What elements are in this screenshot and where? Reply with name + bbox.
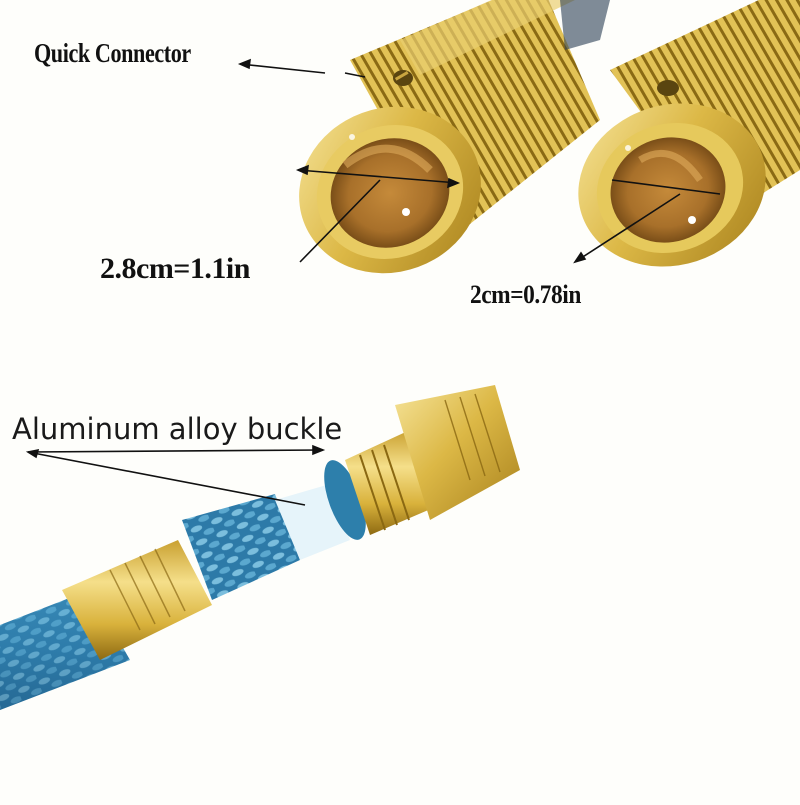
annotation-arrows [25, 58, 721, 506]
small-diameter-label: 2cm=0.78in [470, 280, 581, 309]
quick-connector-large [299, 0, 600, 274]
quick-connector-small [560, 0, 800, 267]
large-diameter-label: 2.8cm=1.1in [100, 252, 250, 285]
aluminum-buckle-label: Aluminum alloy buckle [12, 412, 343, 446]
quick-connector-label: Quick Connector [34, 38, 191, 68]
hose-assembly [0, 385, 520, 710]
